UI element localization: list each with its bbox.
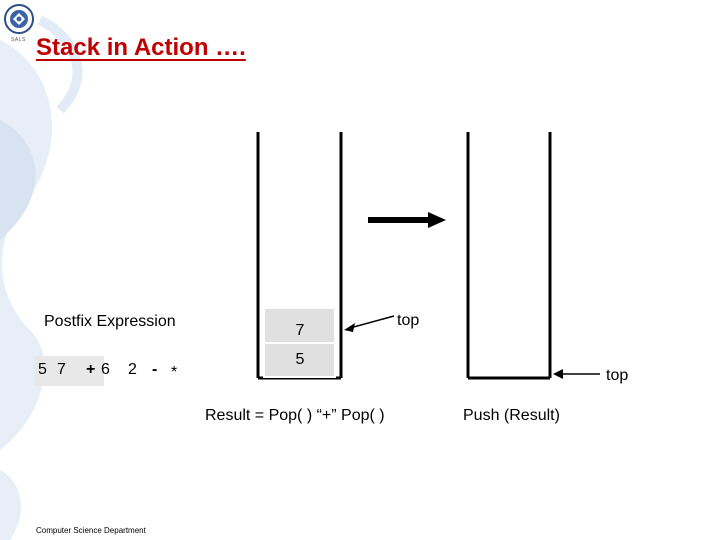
stack-1-caption: Result = Pop( ) “+” Pop( ): [205, 407, 385, 424]
postfix-token: 7: [57, 361, 66, 378]
pointer-arrow-icon: [553, 369, 600, 379]
background-decoration: [0, 15, 83, 540]
postfix-token: -: [152, 361, 158, 378]
stack-1-cell: 7: [295, 322, 305, 339]
stack-2: [466, 132, 552, 380]
university-logo-icon: [4, 4, 34, 34]
pointer-arrow-icon: [344, 315, 395, 332]
stack-1: [256, 132, 343, 380]
postfix-token: 2: [128, 361, 137, 378]
postfix-token: *: [171, 364, 178, 381]
footer-text: Computer Science Department: [36, 526, 146, 535]
stack-1-cell: 5: [295, 351, 305, 368]
right-arrow-icon: [368, 212, 446, 228]
stack-2-caption: Push (Result): [463, 407, 560, 424]
stack-1-top-label: top: [397, 312, 420, 329]
postfix-expression-label: Postfix Expression: [36, 312, 212, 332]
postfix-token: 5: [38, 361, 47, 378]
postfix-token: 6: [101, 361, 110, 378]
processed-tokens-highlight: [34, 356, 104, 386]
logo-caption: SALS: [11, 37, 26, 43]
postfix-token: +: [86, 361, 96, 378]
stack-2-top-label: top: [606, 367, 629, 384]
page-title: Stack in Action ….: [36, 34, 246, 61]
